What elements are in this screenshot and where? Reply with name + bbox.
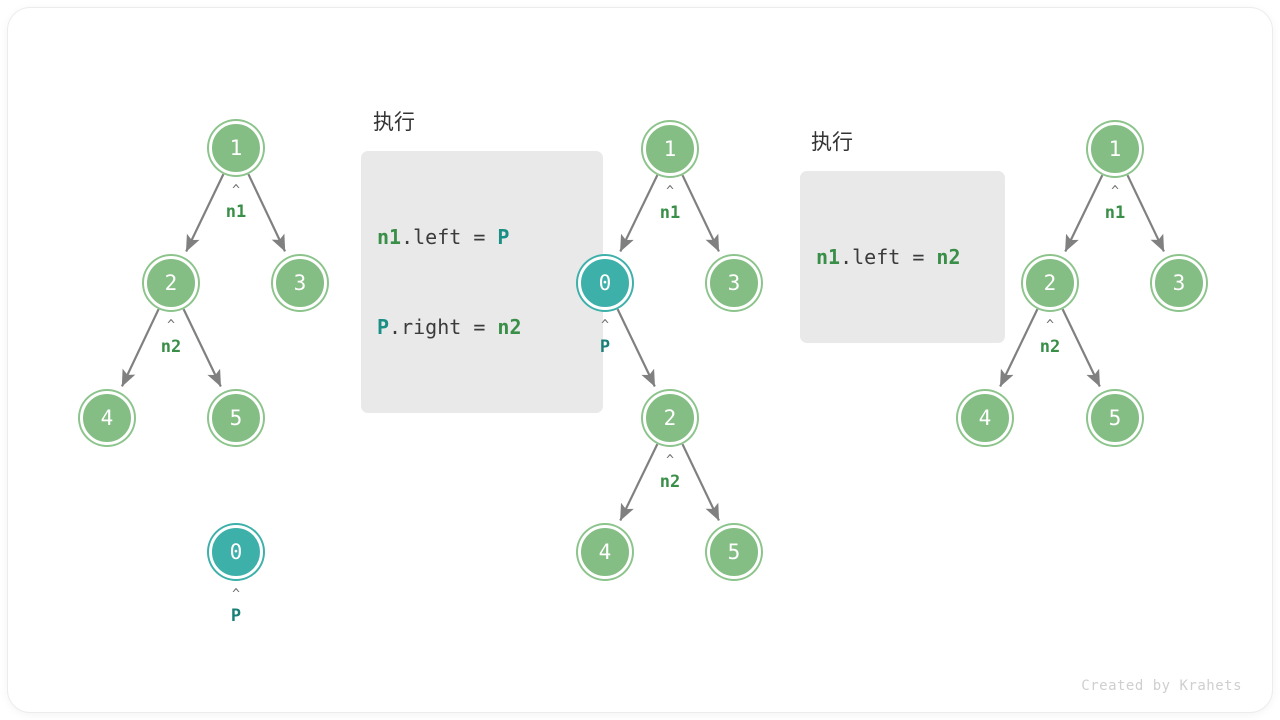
tree-edge — [681, 174, 720, 252]
pointer-label: n1 — [659, 203, 681, 223]
tree-node-5[interactable]: 5 — [707, 525, 761, 579]
pointer-p: ^ P — [575, 318, 635, 357]
tree-edge — [247, 173, 287, 252]
pointer-p: ^ P — [206, 587, 266, 626]
tree-node-0[interactable]: 0 — [578, 256, 632, 310]
credit-text: Created by Krahets — [1081, 678, 1242, 694]
pointer-label: n2 — [659, 472, 681, 492]
pointer-n2: ^ n2 — [1020, 318, 1080, 357]
pointer-label: n2 — [1039, 337, 1061, 357]
tree-edge — [619, 174, 659, 252]
caret-icon: ^ — [232, 587, 240, 602]
caret-icon: ^ — [601, 318, 609, 333]
tree-edge — [999, 308, 1039, 387]
step-3-title: 执行 — [811, 131, 853, 154]
pointer-n2: ^ n2 — [640, 453, 700, 492]
caret-icon: ^ — [1111, 184, 1119, 199]
pointer-label: n1 — [225, 202, 247, 222]
caret-icon: ^ — [666, 184, 674, 199]
edges-layer — [120, 173, 1165, 521]
pointer-label: P — [599, 337, 611, 357]
step-2-title: 执行 — [373, 111, 415, 134]
caret-icon: ^ — [1046, 318, 1054, 333]
step-3-code: n1.left = n2 — [800, 171, 1005, 343]
tree-node-1[interactable]: 1 — [1088, 122, 1142, 176]
tree-edge — [120, 308, 160, 387]
code-line: n1.left = P — [377, 225, 510, 249]
pointer-label: n2 — [160, 337, 182, 357]
tree-edge — [185, 173, 225, 252]
tree-node-0[interactable]: 0 — [209, 525, 263, 579]
tree-node-5[interactable]: 5 — [209, 391, 263, 445]
tree-edge — [619, 443, 659, 521]
pointer-n1: ^ n1 — [1085, 184, 1145, 223]
tree-node-1[interactable]: 1 — [209, 121, 263, 175]
tree-edge — [681, 443, 720, 521]
tree-node-5[interactable]: 5 — [1088, 391, 1142, 445]
tree-node-2[interactable]: 2 — [1023, 256, 1077, 310]
tree-edge — [182, 308, 222, 387]
tree-node-4[interactable]: 4 — [958, 391, 1012, 445]
pointer-n1: ^ n1 — [640, 184, 700, 223]
tree-node-3[interactable]: 3 — [273, 256, 327, 310]
tree-edge — [616, 308, 656, 387]
step-2-code: n1.left = P P.right = n2 — [361, 151, 603, 413]
code-line: P.right = n2 — [377, 315, 522, 339]
pointer-label: n1 — [1104, 203, 1126, 223]
tree-node-3[interactable]: 3 — [1152, 256, 1206, 310]
tree-edge — [1064, 174, 1104, 252]
code-line: n1.left = n2 — [816, 245, 961, 269]
pointer-n2: ^ n2 — [141, 318, 201, 357]
pointer-n1: ^ n1 — [206, 183, 266, 222]
caret-icon: ^ — [232, 183, 240, 198]
tree-node-2[interactable]: 2 — [643, 391, 697, 445]
caret-icon: ^ — [167, 318, 175, 333]
pointer-label: P — [230, 606, 242, 626]
diagram-card: 1 2 3 4 5 0 ^ n1 ^ n2 ^ P 执行 n1.left = P… — [8, 8, 1272, 712]
tree-edge — [1061, 308, 1101, 387]
tree-node-1[interactable]: 1 — [643, 122, 697, 176]
tree-edge — [1126, 174, 1165, 252]
caret-icon: ^ — [666, 453, 674, 468]
tree-node-3[interactable]: 3 — [707, 256, 761, 310]
tree-node-4[interactable]: 4 — [578, 525, 632, 579]
tree-node-4[interactable]: 4 — [80, 391, 134, 445]
tree-node-2[interactable]: 2 — [144, 256, 198, 310]
